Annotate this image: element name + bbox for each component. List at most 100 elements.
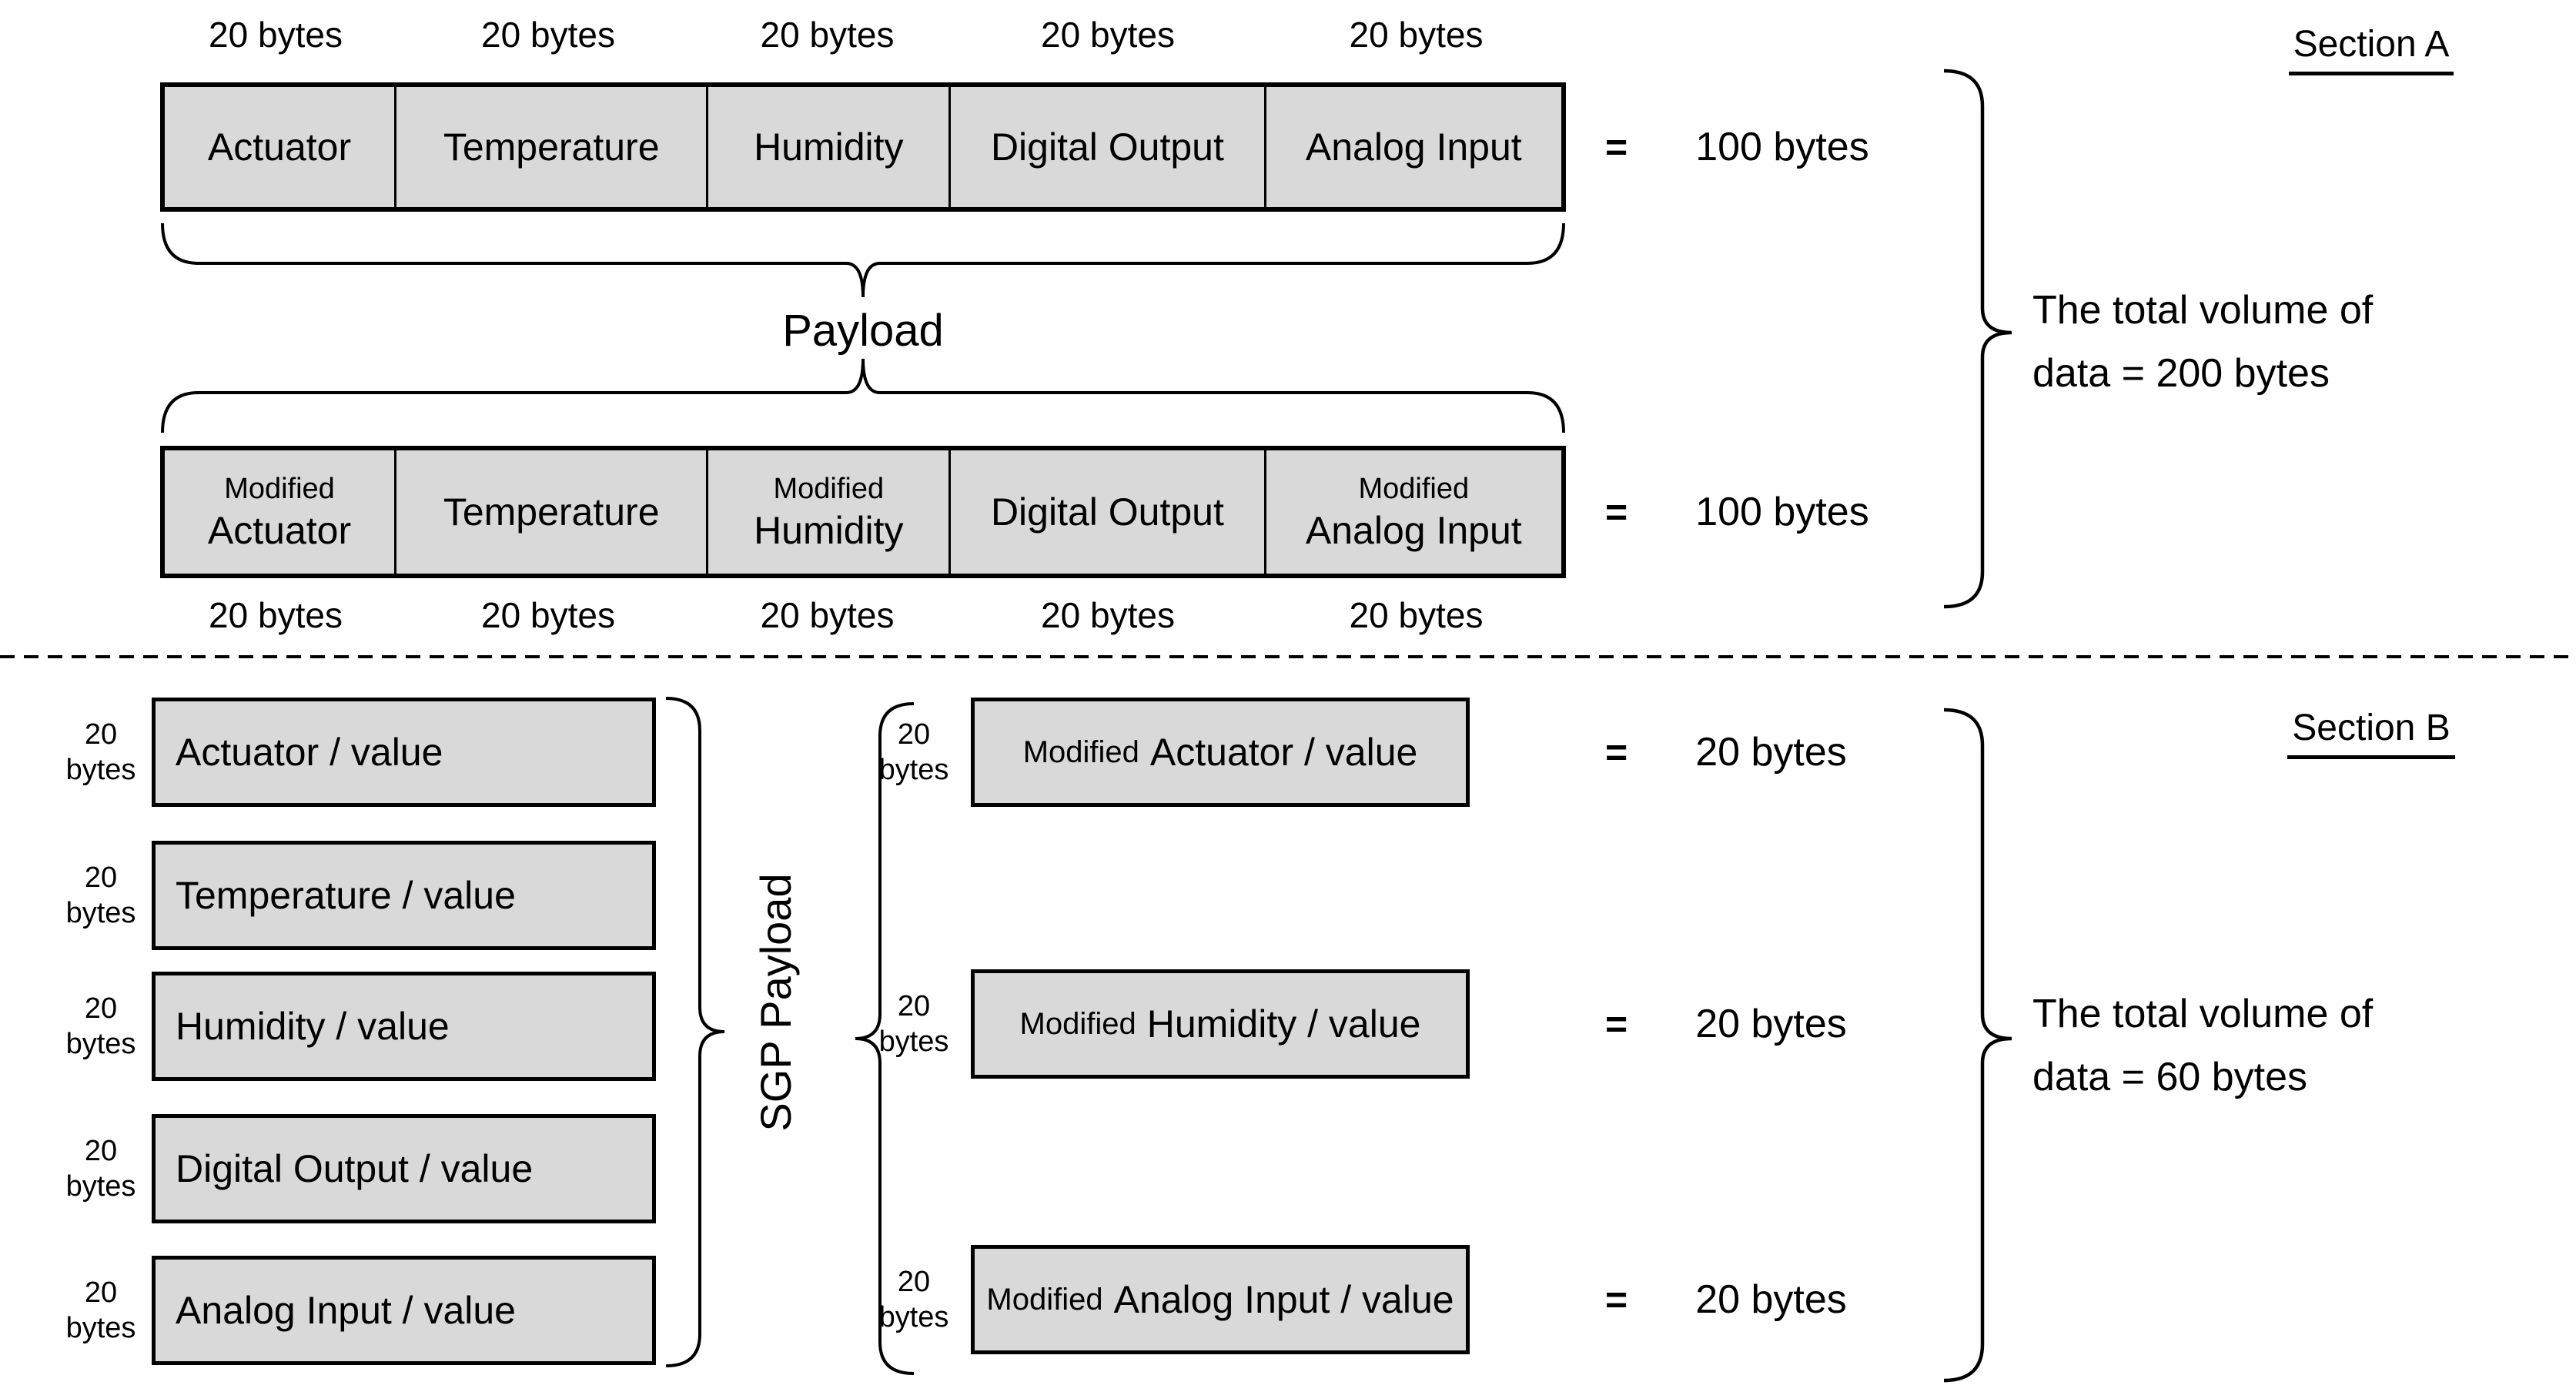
field-actuator: Actuator	[207, 125, 352, 169]
equals-sign: =	[1605, 125, 1628, 169]
size-label-b-left-4: 20 bytes	[58, 1114, 144, 1223]
total-value: 20 bytes	[1695, 730, 1847, 775]
size-unit: bytes	[878, 1301, 949, 1333]
modified-prefix: Modified	[1019, 1006, 1136, 1041]
size-value: 20	[84, 1277, 118, 1309]
box-label: Actuator / value	[176, 731, 443, 774]
size-unit: bytes	[65, 897, 136, 929]
size-label-b-left-2: 20 bytes	[58, 841, 144, 950]
size-label-b-right-3: 20 bytes	[868, 1245, 959, 1354]
section-b-brace	[1943, 708, 2012, 1383]
equals-sign: =	[1605, 1278, 1628, 1321]
box-temperature-value: Temperature / value	[152, 841, 656, 950]
field-label: Actuator	[207, 509, 352, 552]
size-value: 20	[84, 992, 118, 1025]
size-value: 20	[897, 1266, 931, 1298]
box-actuator-value: Actuator / value	[152, 698, 656, 807]
field-label: Digital Output	[990, 490, 1224, 534]
section-b-summary: The total volume of data = 60 bytes	[2032, 982, 2373, 1109]
summary-line-1: The total volume of	[2032, 288, 2374, 333]
section-divider	[0, 655, 2576, 658]
row1-total-value: 100 bytes	[1695, 125, 1869, 169]
sgp-left-brace	[665, 697, 725, 1367]
size-label-a-top-2: 20 bytes	[481, 15, 615, 55]
total-value: 20 bytes	[1695, 1002, 1847, 1046]
equals-sign: =	[1605, 490, 1628, 534]
right-box-1-total: = 20 bytes	[1605, 698, 1847, 807]
size-label-a-bottom-3: 20 bytes	[760, 595, 895, 635]
field-modified-analog-input: Modified Analog Input	[1263, 450, 1561, 574]
row2-total: = 100 bytes	[1605, 446, 1869, 578]
size-label-b-left-5: 20 bytes	[58, 1256, 144, 1365]
row1-total: = 100 bytes	[1605, 82, 1869, 212]
size-unit: bytes	[65, 1312, 136, 1344]
size-unit: bytes	[65, 1170, 136, 1203]
sgp-right-brace	[855, 702, 915, 1375]
size-label-a-bottom-4: 20 bytes	[1041, 595, 1175, 635]
section-a-summary: The total volume of data = 200 bytes	[2032, 279, 2373, 405]
box-label: Temperature / value	[176, 874, 516, 917]
size-unit: bytes	[878, 1026, 949, 1058]
size-unit: bytes	[878, 754, 949, 786]
field-modified-humidity: Modified Humidity	[706, 450, 948, 574]
size-label-b-left-3: 20 bytes	[58, 972, 144, 1081]
section-a-title-text: Section A	[2288, 23, 2454, 75]
box-modified-actuator-value: Modified Actuator / value	[971, 698, 1470, 807]
size-label-a-bottom-1: 20 bytes	[209, 595, 343, 635]
box-label: Analog Input / value	[1113, 1278, 1454, 1321]
section-a-brace	[1943, 69, 2012, 609]
equals-sign: =	[1605, 1002, 1628, 1046]
field-temperature: Temperature	[394, 87, 706, 207]
box-modified-analog-input-value: Modified Analog Input / value	[971, 1245, 1470, 1354]
payload-brace-top	[161, 223, 1565, 298]
size-label-b-right-1: 20 bytes	[868, 698, 959, 807]
box-label: Digital Output / value	[176, 1147, 534, 1190]
right-box-2-total: = 20 bytes	[1605, 969, 1847, 1079]
payload-row-original: Actuator Temperature Humidity Digital Ou…	[160, 82, 1566, 212]
size-value: 20	[84, 862, 118, 894]
size-label-a-bottom-5: 20 bytes	[1349, 595, 1484, 635]
size-unit: bytes	[65, 1028, 136, 1060]
size-label-a-top-4: 20 bytes	[1041, 15, 1175, 55]
total-value: 20 bytes	[1695, 1277, 1847, 1322]
payload-brace-bottom	[161, 358, 1565, 433]
box-analog-input-value: Analog Input / value	[152, 1256, 656, 1365]
row2-total-value: 100 bytes	[1695, 490, 1869, 534]
field-digital-output: Digital Output	[948, 450, 1263, 574]
box-digital-output-value: Digital Output / value	[152, 1114, 656, 1223]
size-value: 20	[897, 718, 931, 751]
size-label-a-top-1: 20 bytes	[209, 15, 343, 55]
size-label-b-left-1: 20 bytes	[58, 698, 144, 807]
equals-sign: =	[1605, 731, 1628, 774]
size-label-a-bottom-2: 20 bytes	[481, 595, 615, 635]
box-label: Humidity / value	[1146, 1002, 1421, 1046]
box-label: Humidity / value	[176, 1005, 450, 1048]
sgp-payload-label: SGP Payload	[751, 873, 800, 1132]
box-label: Analog Input / value	[176, 1289, 516, 1332]
section-b-title: Section B	[2225, 707, 2517, 759]
size-value: 20	[84, 718, 118, 751]
field-analog-input: Analog Input	[1263, 87, 1561, 207]
summary-line-2: data = 60 bytes	[2032, 1055, 2308, 1099]
modified-prefix: Modified	[773, 473, 885, 505]
field-digital-output: Digital Output	[948, 87, 1263, 207]
size-label-a-top-3: 20 bytes	[760, 15, 895, 55]
field-label: Humidity	[754, 509, 904, 552]
box-humidity-value: Humidity / value	[152, 972, 656, 1081]
size-label-a-top-5: 20 bytes	[1349, 15, 1484, 55]
size-unit: bytes	[65, 754, 136, 786]
section-b-title-text: Section B	[2287, 707, 2455, 759]
modified-prefix: Modified	[1358, 473, 1470, 505]
field-label: Analog Input	[1305, 509, 1522, 552]
field-temperature: Temperature	[394, 450, 706, 574]
right-box-3-total: = 20 bytes	[1605, 1245, 1847, 1354]
size-value: 20	[897, 990, 931, 1022]
summary-line-2: data = 200 bytes	[2032, 351, 2330, 396]
modified-prefix: Modified	[1022, 734, 1139, 769]
size-label-b-right-2: 20 bytes	[868, 969, 959, 1079]
summary-line-1: The total volume of	[2032, 992, 2374, 1036]
box-modified-humidity-value: Modified Humidity / value	[971, 969, 1470, 1079]
modified-prefix: Modified	[224, 473, 335, 505]
field-humidity: Humidity	[706, 87, 948, 207]
